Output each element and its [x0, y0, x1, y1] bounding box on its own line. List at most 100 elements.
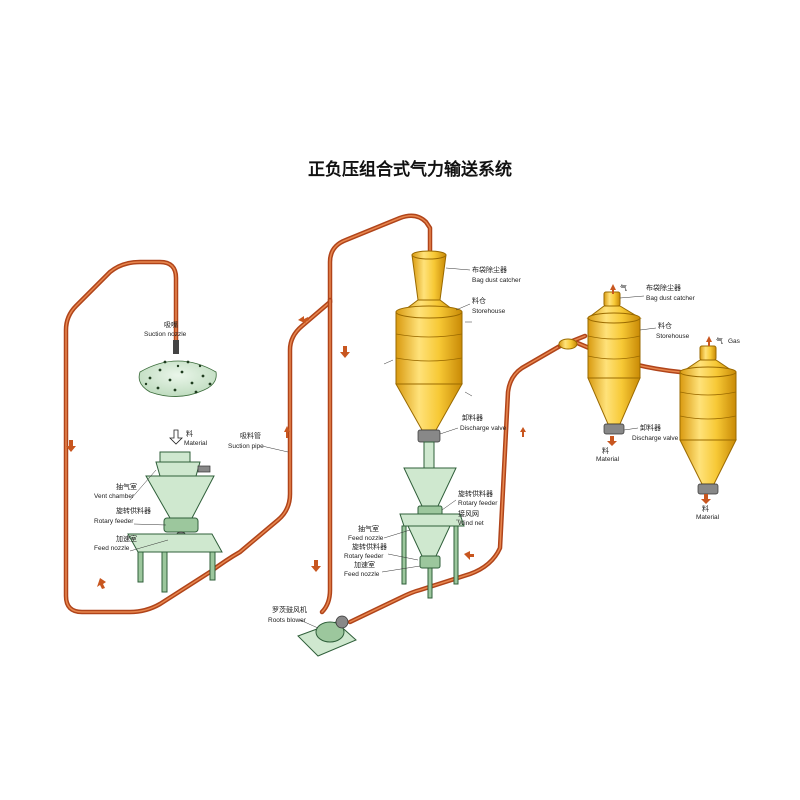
flow-arrow-2	[97, 578, 106, 589]
pipe-to-roots-blower	[319, 297, 333, 615]
center-rotary-feeder-lower	[419, 555, 441, 569]
rotary-feeder-left-zh: 旋转供料器	[116, 506, 151, 515]
bag-dust-catcher-center-zh: 布袋除尘器	[472, 265, 507, 274]
left-vent-pipe	[197, 465, 211, 473]
right-silo-1: 气 布袋除尘器 Bag dust catcher 料仓 Storehouse 卸…	[586, 283, 696, 463]
bag-dust-catcher-right-zh: 布袋除尘器	[646, 283, 681, 292]
flow-arrow-5	[340, 346, 350, 358]
discharge-valve-right-en: Discharge valve	[632, 435, 679, 442]
rotary-feeder-center2-zh: 旋转供料器	[352, 542, 387, 551]
center-frame-leg-3	[427, 567, 433, 599]
wind-net-en: Wind net	[458, 520, 484, 527]
right1-cone	[587, 377, 641, 425]
material-in-zh: 料	[186, 429, 193, 438]
flow-arrow-7	[520, 427, 526, 437]
feed-nozzle-left-zh: 加速室	[116, 534, 137, 543]
right2-material-arrow	[701, 494, 711, 504]
right1-body	[587, 317, 641, 379]
right-pipe-cyclone-fitting	[558, 338, 578, 350]
vent-chamber-center-zh: 抽气室	[358, 524, 379, 533]
center-frame	[399, 513, 465, 527]
feed-nozzle-center-en: Feed nozzle	[344, 571, 380, 578]
suction-pipe-en: Suction pipe	[228, 443, 264, 450]
discharge-valve-center-zh: 卸料器	[462, 413, 483, 422]
center-silo-body	[395, 311, 463, 385]
flow-arrow-3	[284, 426, 290, 438]
center-feeder-station: 旋转供料器 Rotary feeder 接风网 Wind net 抽气室 Fee…	[344, 441, 498, 599]
right1-gas-arrow	[610, 284, 616, 294]
left-feeder-cone	[145, 475, 215, 519]
right1-bag-top	[603, 291, 621, 307]
material-out1-zh: 料	[602, 446, 609, 455]
left-frame-leg-3	[209, 551, 216, 581]
center-silo-cone	[395, 383, 463, 431]
suction-nozzle-zh: 吸嘴	[164, 320, 178, 329]
right2-discharge-valve	[697, 483, 719, 495]
suction-nozzle-assembly: 吸嘴 Suction nozzle	[138, 320, 217, 397]
bag-dust-catcher-center-en: Bag dust catcher	[472, 277, 522, 284]
gas-right2-en: Gas	[728, 338, 741, 345]
right2-bag-top	[699, 345, 717, 361]
right2-body	[679, 371, 737, 441]
discharge-valve-right-zh: 卸料器	[640, 423, 661, 432]
rotary-feeder-center2-en: Rotary feeder	[344, 553, 384, 560]
flow-arrows	[66, 316, 526, 589]
suction-nozzle	[173, 340, 179, 354]
material-in-en: Material	[184, 440, 208, 447]
suction-nozzle-en: Suction nozzle	[144, 331, 187, 338]
left-rotary-feeder	[163, 517, 199, 533]
wind-net-zh: 接风网	[458, 509, 479, 518]
vent-chamber-left-en: Vent chamber	[94, 493, 135, 500]
material-pile-dots	[144, 360, 212, 394]
right1-discharge-valve	[603, 423, 625, 435]
suction-pipe-zh: 吸料管	[240, 431, 261, 440]
material-out1-en: Material	[596, 456, 620, 463]
center-feeder-cone-upper	[403, 467, 457, 507]
storehouse-right-en: Storehouse	[656, 333, 690, 340]
left-feeder-station: 料 Material 抽气室 Vent chamber 旋转供料器 Rotary…	[94, 429, 223, 593]
rotary-feeder-center-zh: 旋转供料器	[458, 489, 493, 498]
left-hopper-top	[159, 451, 191, 463]
center-frame-leg-2	[453, 525, 459, 585]
roots-blower: 罗茨鼓风机 Roots blower	[268, 605, 357, 657]
rotary-feeder-center-en: Rotary feeder	[458, 500, 498, 507]
material-out2-zh: 料	[702, 504, 709, 513]
vent-chamber-left-zh: 抽气室	[116, 482, 137, 491]
right2-gas-arrow	[706, 336, 712, 346]
material-out2-en: Material	[696, 514, 720, 521]
roots-blower-zh: 罗茨鼓风机	[272, 605, 307, 614]
vent-chamber-center-en: Feed nozzle	[348, 535, 384, 542]
bag-dust-catcher-right-en: Bag dust catcher	[646, 295, 696, 302]
center-feeder-pipe	[423, 441, 435, 469]
rotary-feeder-left-en: Rotary feeder	[94, 518, 134, 525]
roots-blower-motor	[335, 615, 349, 629]
material-in-arrow	[169, 429, 183, 445]
gas-right1-zh: 气	[620, 283, 627, 292]
right1-material-arrow	[607, 436, 617, 446]
diagram-title: 正负压组合式气力输送系统	[308, 159, 512, 180]
storehouse-center-zh: 料仓	[472, 296, 486, 305]
flow-arrow-1	[66, 440, 76, 452]
center-discharge-valve	[417, 429, 441, 443]
left-frame-top	[127, 533, 223, 553]
left-vent-chamber	[155, 461, 201, 477]
feed-nozzle-left-en: Feed nozzle	[94, 545, 130, 552]
storehouse-right-zh: 料仓	[658, 321, 672, 330]
flow-arrow-4	[298, 316, 309, 324]
center-silo: 布袋除尘器 Bag dust catcher 料仓 Storehouse 卸料器…	[383, 250, 522, 443]
storehouse-center-en: Storehouse	[472, 308, 506, 315]
center-frame-leg-1	[401, 525, 407, 585]
center-feeder-cone-lower	[407, 525, 451, 557]
right2-cone	[679, 439, 737, 485]
center-bag-dust-catcher	[411, 254, 447, 301]
roots-blower-drum	[315, 621, 345, 643]
feed-nozzle-center-zh: 加速室	[354, 560, 375, 569]
right-silo-2: 气 Gas 料 Material	[679, 336, 741, 521]
roots-blower-en: Roots blower	[268, 617, 307, 624]
gas-right2-zh: 气	[716, 336, 723, 345]
discharge-valve-center-en: Discharge valve	[460, 425, 507, 432]
flow-arrow-8	[464, 551, 474, 560]
left-frame-leg-1	[137, 551, 144, 583]
left-frame-leg-2	[161, 551, 168, 593]
